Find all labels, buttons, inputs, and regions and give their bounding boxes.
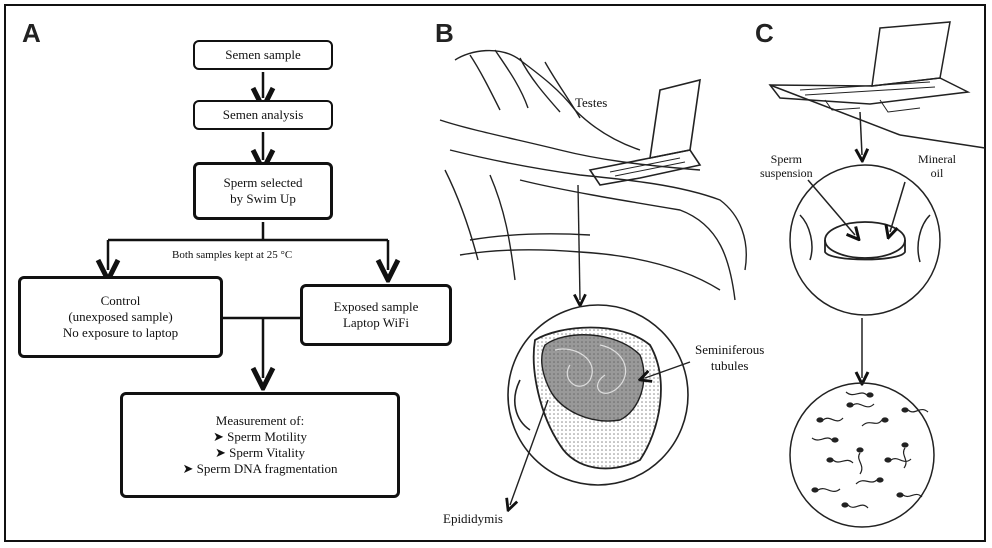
semen-analysis-text: Semen analysis [223, 107, 304, 123]
panel-label-b: B [435, 18, 454, 49]
sperm-selected-line2: by Swim Up [230, 191, 296, 207]
seminiferous-label: Seminiferous tubules [695, 342, 764, 374]
panel-label-a: A [22, 18, 41, 49]
exposed-box: Exposed sample Laptop WiFi [300, 284, 452, 346]
exposed-line1: Exposed sample [334, 299, 419, 315]
measurement-item: ➤ Sperm Motility [213, 429, 307, 445]
kept-temperature-note: Both samples kept at 25 °C [172, 248, 292, 262]
epididymis-label: Epididymis [443, 512, 503, 526]
testis-zoom [508, 185, 690, 505]
semen-analysis-box: Semen analysis [193, 100, 333, 130]
sperm-cells [812, 392, 928, 508]
seminiferous-line2: tubules [711, 358, 749, 373]
control-line1: Control [101, 293, 141, 309]
sperm-selected-line1: Sperm selected [223, 175, 302, 191]
semen-sample-box: Semen sample [193, 40, 333, 70]
sperm-suspension-line1: Sperm [771, 152, 802, 166]
panel-label-c: C [755, 18, 774, 49]
mineral-oil-line2: oil [931, 166, 944, 180]
lap-laptop-sketch [440, 50, 746, 300]
sperm-suspension-line2: suspension [760, 166, 813, 180]
exposed-line2: Laptop WiFi [343, 315, 409, 331]
mineral-oil-label: Mineral oil [918, 152, 956, 180]
measurement-box: Measurement of: ➤ Sperm Motility ➤ Sperm… [120, 392, 400, 498]
measurement-title: Measurement of: [216, 413, 304, 429]
laptop-on-table-sketch [770, 22, 985, 148]
sperm-suspension-label: Sperm suspension [760, 152, 813, 180]
control-line2: (unexposed sample) [68, 309, 172, 325]
sperm-selected-box: Sperm selected by Swim Up [193, 162, 333, 220]
mineral-oil-line1: Mineral [918, 152, 956, 166]
semen-sample-text: Semen sample [225, 47, 300, 63]
control-box: Control (unexposed sample) No exposure t… [18, 276, 223, 358]
measurement-item: ➤ Sperm DNA fragmentation [183, 461, 338, 477]
testes-label: Testes [575, 96, 607, 110]
seminiferous-line1: Seminiferous [695, 342, 764, 357]
control-line3: No exposure to laptop [63, 325, 178, 341]
measurement-item: ➤ Sperm Vitality [215, 445, 305, 461]
